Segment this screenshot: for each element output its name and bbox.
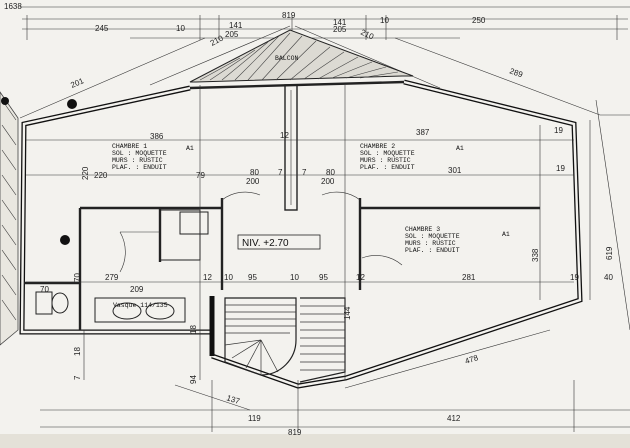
room-chambre-3: CHAMBRE 3 SOL : MOQUETTE MURS : RUSTIC P… [405,226,510,254]
dim-top-205b: 205 [333,25,347,34]
dim-12c: 12 [356,273,365,282]
chambre2-title: CHAMBRE 2 [360,143,395,150]
bathroom-fixtures: Vasque 114/135 [35,291,186,323]
dim-v-94: 94 [189,375,198,384]
dim-7a: 7 [278,168,283,177]
dim-diag-ur: 289 [508,66,524,79]
dim-left-18: 18 [73,347,82,356]
dim-right-619: 619 [605,246,614,260]
dim-19c: 19 [570,273,579,282]
chambre3-tag: A1 [502,231,510,238]
dim-top-10a: 10 [176,24,185,33]
dim-top-245: 245 [95,24,109,33]
dim-bot-119: 119 [248,414,261,423]
chambre2-floor: SOL : MOQUETTE [360,150,415,157]
chambre3-walls: MURS : RUSTIC [405,240,456,247]
top-dimension-lines [19,6,630,119]
dim-95a: 95 [248,273,257,282]
chambre1-walls: MURS : RUSTIC [112,157,163,164]
chambre1-tag: A1 [186,145,194,152]
dim-80a: 80 [250,168,259,177]
chambre1-ceiling: PLAF. : ENDUIT [112,164,167,171]
chambre2-ceiling: PLAF. : ENDUIT [360,164,415,171]
dim-top-141b: 141 [333,18,347,27]
dim-mid-12: 12 [280,131,289,140]
balcony-label: BALCON [275,55,299,62]
dim-12b: 12 [203,273,212,282]
dim-220: 220 [94,171,108,180]
dim-top-250: 250 [472,16,486,25]
dim-10c: 10 [224,273,233,282]
chambre3-ceiling: PLAF. : ENDUIT [405,247,460,254]
dim-left-70: 70 [73,273,82,282]
dim-70: 70 [40,285,49,294]
dim-top-10b: 10 [380,16,389,25]
dim-95b: 95 [319,273,328,282]
chambre3-title: CHAMBRE 3 [405,226,440,233]
chambre2-tag: A1 [456,145,464,152]
staircase: 144 [224,297,352,383]
dim-diag-bl: 137 [225,393,241,406]
dim-top-141a: 141 [229,21,243,30]
dim-v-7: 7 [73,375,82,380]
dim-bot-819: 819 [288,428,302,437]
dim-right-338: 338 [531,248,540,262]
dim-279: 279 [105,273,119,282]
dim-diag-br: 478 [464,353,480,366]
dim-top-205a: 205 [225,30,239,39]
dim-79: 79 [196,171,205,180]
dim-top-overall: 819 [282,11,296,20]
dim-inner-19: 19 [554,126,563,135]
dim-40: 40 [604,273,613,282]
chambre1-floor: SOL : MOQUETTE [112,150,167,157]
balcony: BALCON [189,29,414,83]
dim-10d: 10 [290,273,299,282]
dim-209: 209 [130,285,144,294]
room-chambre-2: CHAMBRE 2 SOL : MOQUETTE MURS : RUSTIC P… [360,143,464,171]
dim-left-220: 220 [81,166,90,180]
level-marker: NIV. +2.70 [237,234,321,250]
dim-80b: 80 [326,168,335,177]
dim-stair-144: 144 [343,306,352,320]
dim-7b: 7 [302,168,307,177]
dim-bot-412: 412 [447,414,461,423]
dim-hall-200b: 200 [321,177,335,186]
dim-hall-200a: 200 [246,177,260,186]
dim-301: 301 [448,166,462,175]
dim-ch1-width: 386 [150,132,164,141]
room-chambre-1: CHAMBRE 1 SOL : MOQUETTE MURS : RUSTIC P… [112,143,194,171]
chambre3-floor: SOL : MOQUETTE [405,233,460,240]
vanity-label: Vasque 114/135 [113,302,168,309]
dim-281: 281 [462,273,476,282]
internal-dimension-lines [26,85,630,432]
dim-19b: 19 [556,164,565,173]
level-label: NIV. +2.70 [242,238,289,249]
interior-partitions [24,84,540,330]
dim-ch2-width: 387 [416,128,430,137]
left-roof-strip [0,91,77,346]
dim-top-left: 1638 [4,2,22,11]
chambre2-walls: MURS : RUSTIC [360,157,411,164]
dim-v-18: 18 [189,325,198,334]
chambre1-title: CHAMBRE 1 [112,143,147,150]
